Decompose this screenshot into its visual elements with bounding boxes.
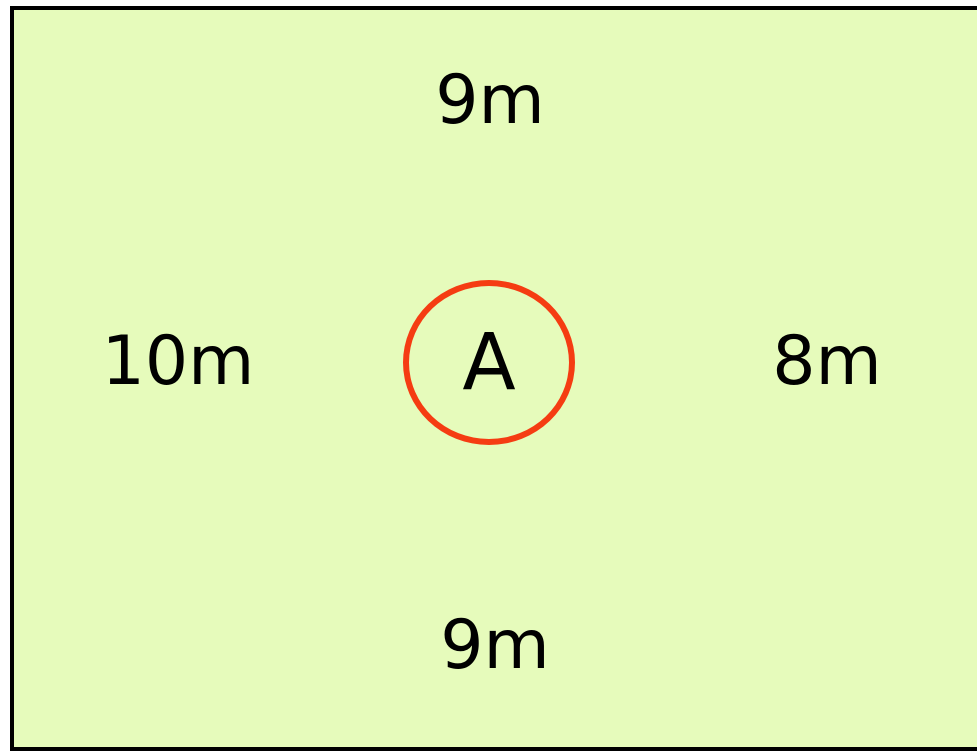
- distance-label-bottom: 9m: [440, 606, 550, 685]
- distance-label-left: 10m: [101, 322, 255, 401]
- marker-letter: A: [462, 317, 516, 408]
- distance-label-top: 9m: [435, 61, 545, 140]
- marker-circle: A: [403, 280, 575, 445]
- distance-label-right: 8m: [772, 322, 882, 401]
